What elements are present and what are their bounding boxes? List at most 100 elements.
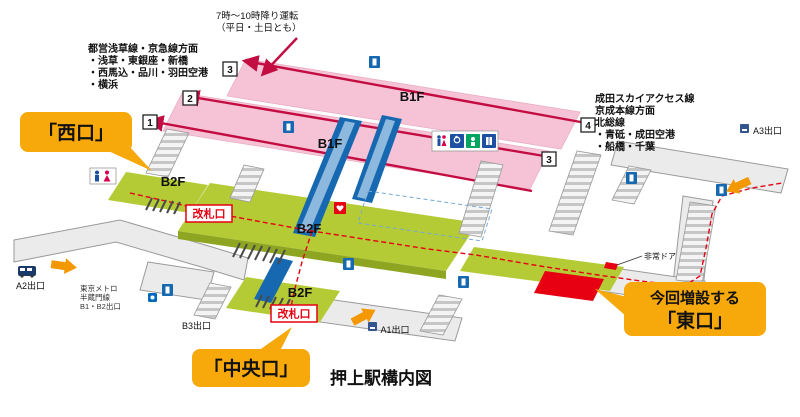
restroom-icon: [437, 135, 447, 146]
exit-a1-label: A1出口: [380, 324, 409, 335]
callout-east-line2: 「東口」: [657, 309, 733, 332]
b2f-label-west: B2F: [161, 174, 186, 189]
track-badges: 3 2 1 4 3: [142, 61, 596, 167]
track-badge-1: 1: [142, 114, 158, 130]
concourse-west: [108, 172, 208, 213]
ticket-gate-bars-center: [232, 242, 286, 265]
exit-b3-label: B3出口: [182, 320, 211, 331]
track-line-4: [241, 55, 587, 125]
emergency-door-mark: [604, 262, 618, 270]
emergency-door-label: 非常ドア: [644, 251, 676, 261]
emergency-door: 非常ドア: [604, 251, 676, 270]
concourse-center: [178, 183, 478, 271]
stairs-center-east: [458, 160, 504, 238]
ticket-gate-west: 改札口: [185, 204, 233, 223]
track-badge-3-left-label: 3: [227, 65, 233, 76]
stairs: [145, 128, 717, 336]
elevator-icon: [283, 121, 294, 133]
elevator-icon: [162, 284, 173, 296]
callout-west: 「西口」: [20, 112, 152, 171]
route-central-exit: [289, 230, 313, 313]
platform-b1f-rear: [226, 58, 581, 150]
metro-note-line1: 東京メトロ: [80, 283, 118, 293]
stairs-b3: [193, 282, 232, 320]
track-badge-3-left: 3: [222, 61, 238, 77]
track-badge-3-right: 3: [541, 151, 557, 167]
callout-east: 今回増設する 「東口」: [595, 282, 766, 336]
escalator-short-belt: [357, 119, 395, 199]
elevator-icon: [343, 258, 354, 270]
stairs-east-corridor: [611, 165, 652, 205]
escalators: [254, 115, 402, 303]
track-badge-2: 2: [182, 90, 198, 106]
aed-icon: [334, 202, 346, 214]
tokyo-metro-logo: [148, 293, 157, 302]
east-directions-line4: ・青砥・成田空港: [595, 128, 676, 141]
west-directions-line3: ・西馬込・品川・羽田空港: [88, 66, 209, 79]
note-arrow: [260, 37, 298, 77]
elevator-icon: [458, 276, 469, 288]
entrance-arrow-west: [50, 258, 77, 275]
callout-west-label: 「西口」: [38, 121, 114, 144]
track-badge-4: 4: [580, 117, 596, 133]
track-badge-1-label: 1: [147, 118, 153, 129]
west-directions-line4: ・横浜: [88, 78, 118, 91]
platform-b1f-front: [162, 92, 550, 190]
bus-icon: [18, 266, 36, 278]
nursing-room-icon: [466, 134, 480, 148]
b1f-label-rear: B1F: [400, 89, 425, 104]
metro-note-line2: 半蔵門線: [80, 292, 110, 302]
platforms-b1f: [162, 58, 581, 190]
stairs-east-platform: [548, 150, 602, 236]
accessible-icon: [450, 134, 464, 148]
elevator-icons: [162, 56, 727, 296]
stairs-west-concourse: [229, 164, 265, 203]
west-directions-line2: ・浅草・東銀座・新橋: [88, 54, 189, 67]
ticket-gate-west-label: 改札口: [193, 207, 226, 221]
exit-a3-label: A3出口: [753, 125, 782, 136]
east-directions-line3: 北総線: [595, 116, 625, 129]
elevator-icon: [716, 184, 727, 196]
east-directions-line2: 京成本線方面: [595, 104, 655, 117]
track-badge-2-label: 2: [187, 94, 193, 105]
east-directions-line5: ・船橋・千葉: [595, 140, 656, 153]
west-directions-line1: 都営浅草線・京急線方面: [87, 42, 198, 55]
escalator-long-belt: [299, 121, 355, 233]
b2f-label-center: B2F: [297, 221, 322, 236]
route-lines: [129, 182, 783, 313]
track-badge-3-right-label: 3: [546, 155, 552, 166]
callout-central: 「中央口」: [192, 327, 310, 387]
elevator-icon: [626, 172, 637, 184]
ticket-gate-central-label: 改札口: [278, 307, 311, 321]
callout-central-pointer: [258, 327, 292, 351]
callout-central-label: 「中央口」: [203, 357, 298, 380]
ticket-gate-bars-west: [145, 197, 181, 215]
elevator-icon: [482, 134, 496, 148]
exit-sign-icon: [368, 322, 377, 331]
elevator-icon: [369, 56, 380, 68]
concourse-center-side: [178, 231, 446, 279]
metro-note: 東京メトロ 半蔵門線 B1・B2出口: [80, 283, 121, 311]
walkway-west: [13, 219, 249, 281]
entrance-arrow-a1: [350, 308, 376, 326]
ticket-gate-central: 改札口: [270, 304, 318, 323]
metro-note-line3: B1・B2出口: [80, 301, 121, 311]
east-directions: 成田スカイアクセス線 京成本線方面 北総線 ・青砥・成田空港 ・船橋・千葉: [595, 92, 695, 153]
callout-east-line1: 今回増設する: [649, 289, 740, 307]
stairs-a1: [419, 294, 463, 336]
page-title: 押上駅構内図: [330, 368, 432, 388]
exit-sign-icon: [740, 124, 749, 133]
facility-icon-row: [431, 130, 499, 152]
restroom-icon: [89, 167, 117, 185]
entrance-arrows: [50, 176, 752, 326]
escalator-central-exit: [254, 257, 293, 303]
b1f-label-front: B1F: [318, 136, 343, 151]
entrance-arrow-a3: [726, 176, 752, 194]
stairs-west-platform: [145, 128, 190, 178]
top-note-line2: （平日・土日とも）: [216, 22, 302, 34]
track-badge-4-label: 4: [585, 121, 591, 132]
exit-a2-label: A2出口: [16, 280, 45, 291]
top-note-line1: 7時～10時降り運転: [216, 10, 299, 22]
